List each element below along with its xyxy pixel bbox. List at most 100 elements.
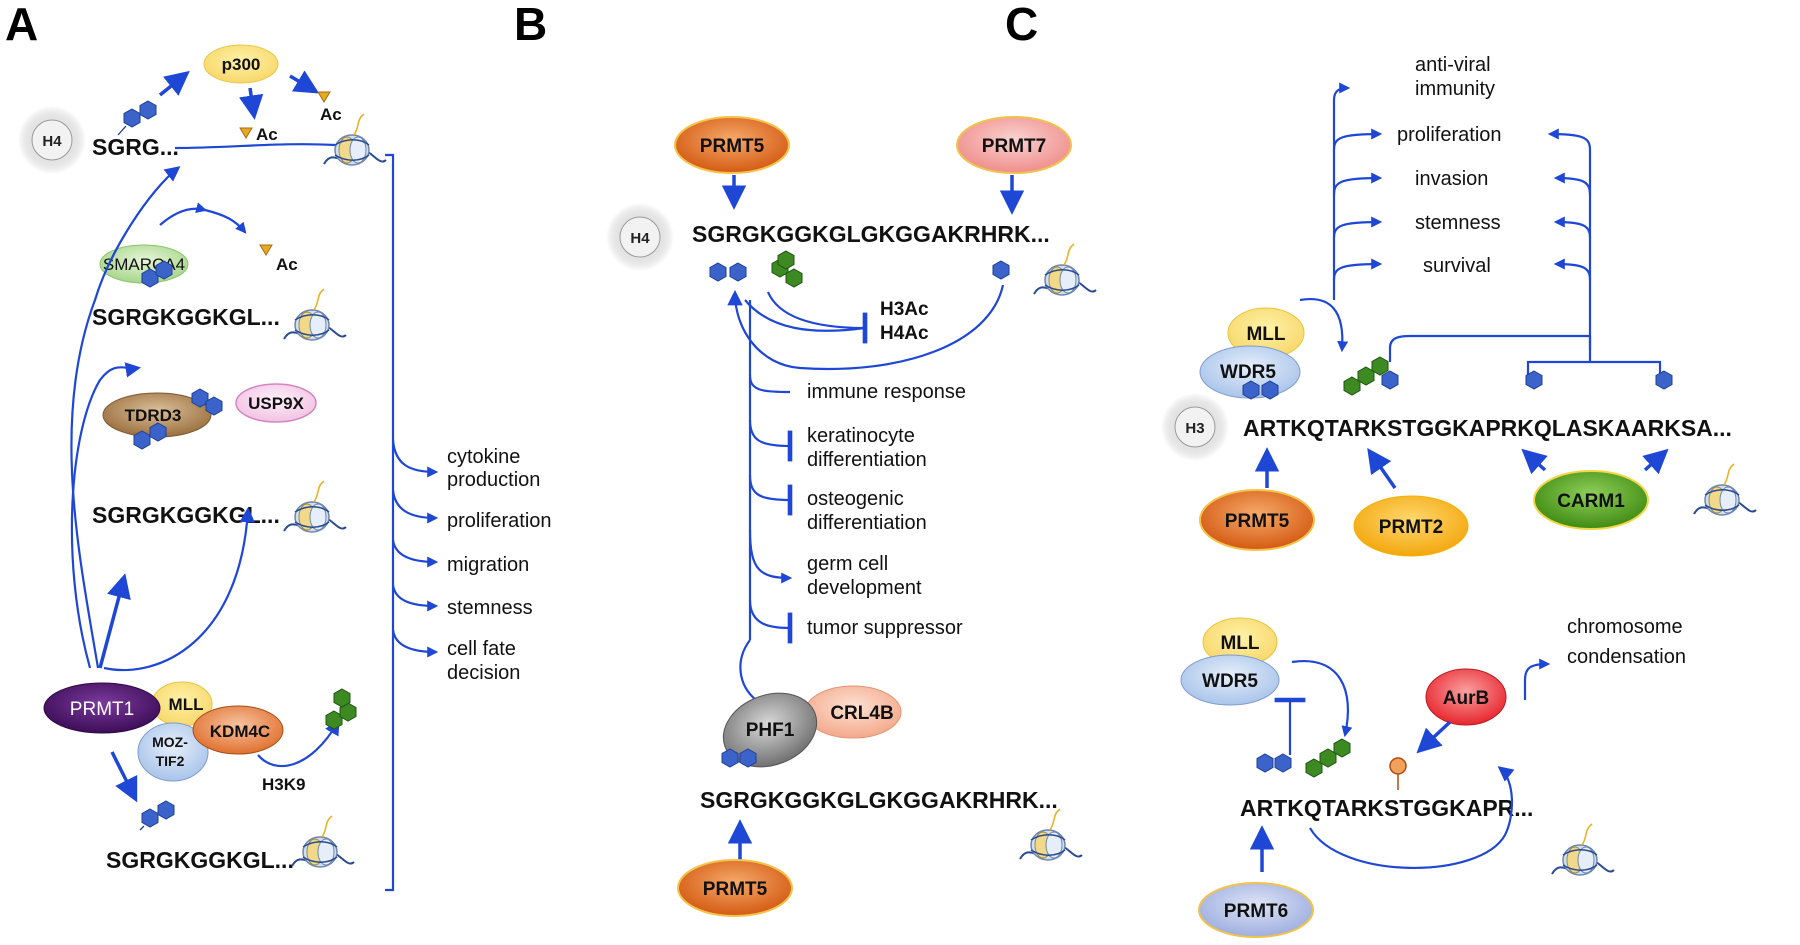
moz-label-1: MOZ- [152,734,188,750]
panel-c: anti-viral immunity proliferation invasi… [1161,54,1757,938]
h3ac-label: H3Ac [880,299,929,320]
outcome-b-3-line-1: germ cell [807,553,888,575]
nucleosome-icon [1033,243,1097,296]
prmt1-enzyme [43,682,161,734]
phospho-icon [1389,757,1407,775]
histone-h4-b-label: H4 [630,230,650,247]
prmt5-enzyme-bottom [677,859,793,917]
outcome-c-2-arrow [1332,172,1383,196]
outcome-c-4: survival [1423,255,1491,277]
carm1-enzyme [1533,470,1649,530]
prmt6-label: PRMT6 [1224,901,1288,922]
outcome-c-3-arrow [1332,216,1383,239]
panel-b: PRMT5 PRMT7 H4 SGRGKGGKGLGKGGAKRHRK... H… [606,116,1097,917]
panel-c-label: C [1005,0,1038,50]
nucleosome-icon [291,815,355,868]
histone-h4-label: H4 [42,133,62,150]
outcome-b-0: immune response [807,381,966,403]
seq-c-top: ARTKQTARKSTGGKAPRKQLASKAARKSA... [1243,415,1732,441]
h3k9-label: H3K9 [262,775,305,794]
arrow-prmt1-to-smarca4 [70,362,142,669]
phf1-link [739,639,757,701]
outcome-b-4-inhibit [748,599,793,644]
arrow-curve [159,202,208,226]
outcome-b-3-arrow [748,529,793,584]
outcome-b-3-line-2: development [807,577,922,599]
smarca4-label: SMARCA4 [103,255,185,274]
methyl-hexagon [1525,370,1543,390]
histone-h3-label: H3 [1185,420,1204,437]
prmt6-enzyme [1198,882,1314,938]
methyl-hexagon [155,260,173,280]
seq-1: SGRGKGGKGL... [92,304,280,330]
arrow-prmt2-c [1367,447,1397,489]
mll-top-label: MLL [1246,324,1285,345]
methyl-hexagon [205,396,223,416]
outcome-a-4-line-1: cell fate [447,638,516,660]
kdm4c-label: KDM4C [210,722,270,741]
histone-h4-icon [619,216,661,258]
methyl-hexagon [1256,753,1274,773]
methyl-hexagon [721,748,739,768]
methyl-hexagon [739,748,757,768]
methyl-hexagon [123,108,141,128]
carm1-link [1388,334,1590,362]
arrow-curve [204,208,247,234]
prmt5-bottom-label: PRMT5 [703,879,768,900]
outcome-c-4-arrow-right [1553,258,1592,281]
outcome-arrow [391,539,439,568]
nucleosome-icon [283,288,347,341]
arrow-kdm4c-to-demethyl [257,719,340,768]
tdrd3-label: TDRD3 [125,406,182,425]
methyl-hexagon [1261,380,1279,400]
methyl-hexagon [157,800,175,820]
outcome-c-0-arrow [1332,82,1351,300]
outcome-c-0-line-1: anti-viral [1415,54,1491,76]
outcome-b-1-line-2: differentiation [807,449,927,471]
outcome-a-2: migration [447,554,529,576]
outcome-arrow [391,439,439,478]
seq-short: SGRG... [92,134,179,160]
aurb-enzyme [1425,668,1507,726]
arrow-prmt1-to-tdrd3 [98,573,131,669]
outcome-arrow [391,489,439,524]
histone-h4-icon [31,119,73,161]
arrow-prmt1-down [110,751,138,803]
methyl-hexagon [1655,370,1673,390]
arrow-carm1-right [1642,448,1669,475]
mll-label: MLL [169,695,204,714]
crl4b-label: CRL4B [830,703,893,724]
nucleosome-icon [1551,823,1615,876]
nucleosome-icon [1693,463,1757,516]
panel-a-label: A [5,0,38,50]
outcome-b-0-line [748,374,791,394]
methyl-hexagon [709,262,727,282]
seq-b-bottom: SGRGKGGKGLGKGGAKRHRK... [700,787,1058,813]
methyl-link [139,825,145,831]
methyl-hexagon [1381,370,1399,390]
dimethyl-hexagon [777,250,795,270]
histone-h3-icon [1174,406,1216,448]
methyl-hexagon [1242,380,1260,400]
ac-label-2: Ac [320,105,342,124]
seq-2: SGRGKGGKGL... [92,502,280,528]
usp9x-enzyme [235,383,317,423]
outcome-a-0-line-2: production [447,469,540,491]
prmt2-label: PRMT2 [1379,517,1443,538]
mll-bottom-label: MLL [1220,633,1259,654]
outcome-c-3: stemness [1415,212,1501,234]
outcome-c-2-arrow-right [1553,172,1592,196]
outcome-bracket [385,153,395,892]
aurb-label: AurB [1443,688,1489,709]
carm1-bracket [1526,360,1662,380]
dimethyl-hexagon [333,688,351,708]
outcome-c-1-arrow [1332,128,1383,151]
prmt7-label: PRMT7 [982,136,1046,157]
wdr5-bottom-label: WDR5 [1202,671,1258,692]
acetyl-mark-icon [317,91,331,103]
prmt5-top-label: PRMT5 [700,136,765,157]
panel-b-label: B [514,0,547,50]
outcome-b-2-line-2: differentiation [807,512,927,534]
outcome-c-1: proliferation [1397,124,1502,146]
outcome-b-1-line-1: keratinocyte [807,425,915,447]
